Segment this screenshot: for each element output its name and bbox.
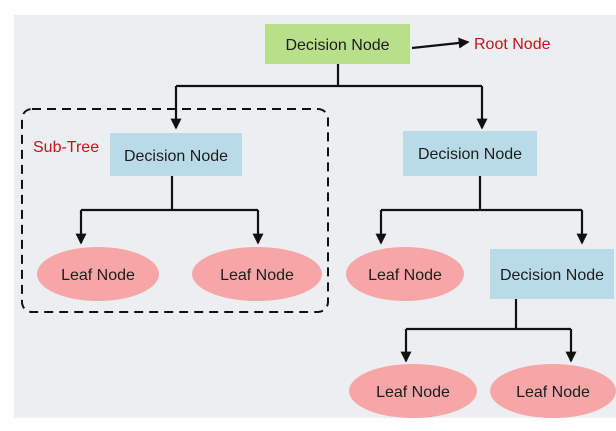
root-decision-node [265, 24, 410, 64]
root-decision-node-label: Decision Node [285, 37, 389, 54]
right-sub-decision-node [490, 249, 614, 299]
root-node-annotation: Root Node [474, 36, 551, 53]
leaf-node-bottom-left-label: Leaf Node [376, 384, 450, 401]
leaf-node-left-right [192, 247, 322, 301]
leaf-node-left-left-label: Leaf Node [61, 267, 135, 284]
leaf-node-left-right-label: Leaf Node [220, 267, 294, 284]
root-annotation-arrow [411, 37, 470, 50]
leaf-node-bottom-right-label: Leaf Node [516, 384, 590, 401]
right-decision-connector [381, 176, 582, 212]
subtree-label: Sub-Tree [33, 139, 99, 156]
left-decision-connector [81, 176, 258, 212]
left-decision-node [110, 133, 242, 176]
leaf-node-bottom-right [490, 364, 616, 418]
right-decision-node-label: Decision Node [418, 146, 522, 163]
leaf-node-right [346, 247, 464, 301]
diagram-background [14, 15, 616, 418]
leaf-node-right-label: Leaf Node [368, 267, 442, 284]
right-sub-decision-connector [406, 299, 571, 331]
right-decision-node [403, 131, 537, 176]
right-sub-decision-node-label: Decision Node [500, 267, 604, 284]
left-decision-node-label: Decision Node [124, 148, 228, 165]
root-connector [176, 64, 482, 88]
leaf-node-left-left [37, 247, 159, 301]
leaf-node-bottom-left [349, 364, 477, 418]
